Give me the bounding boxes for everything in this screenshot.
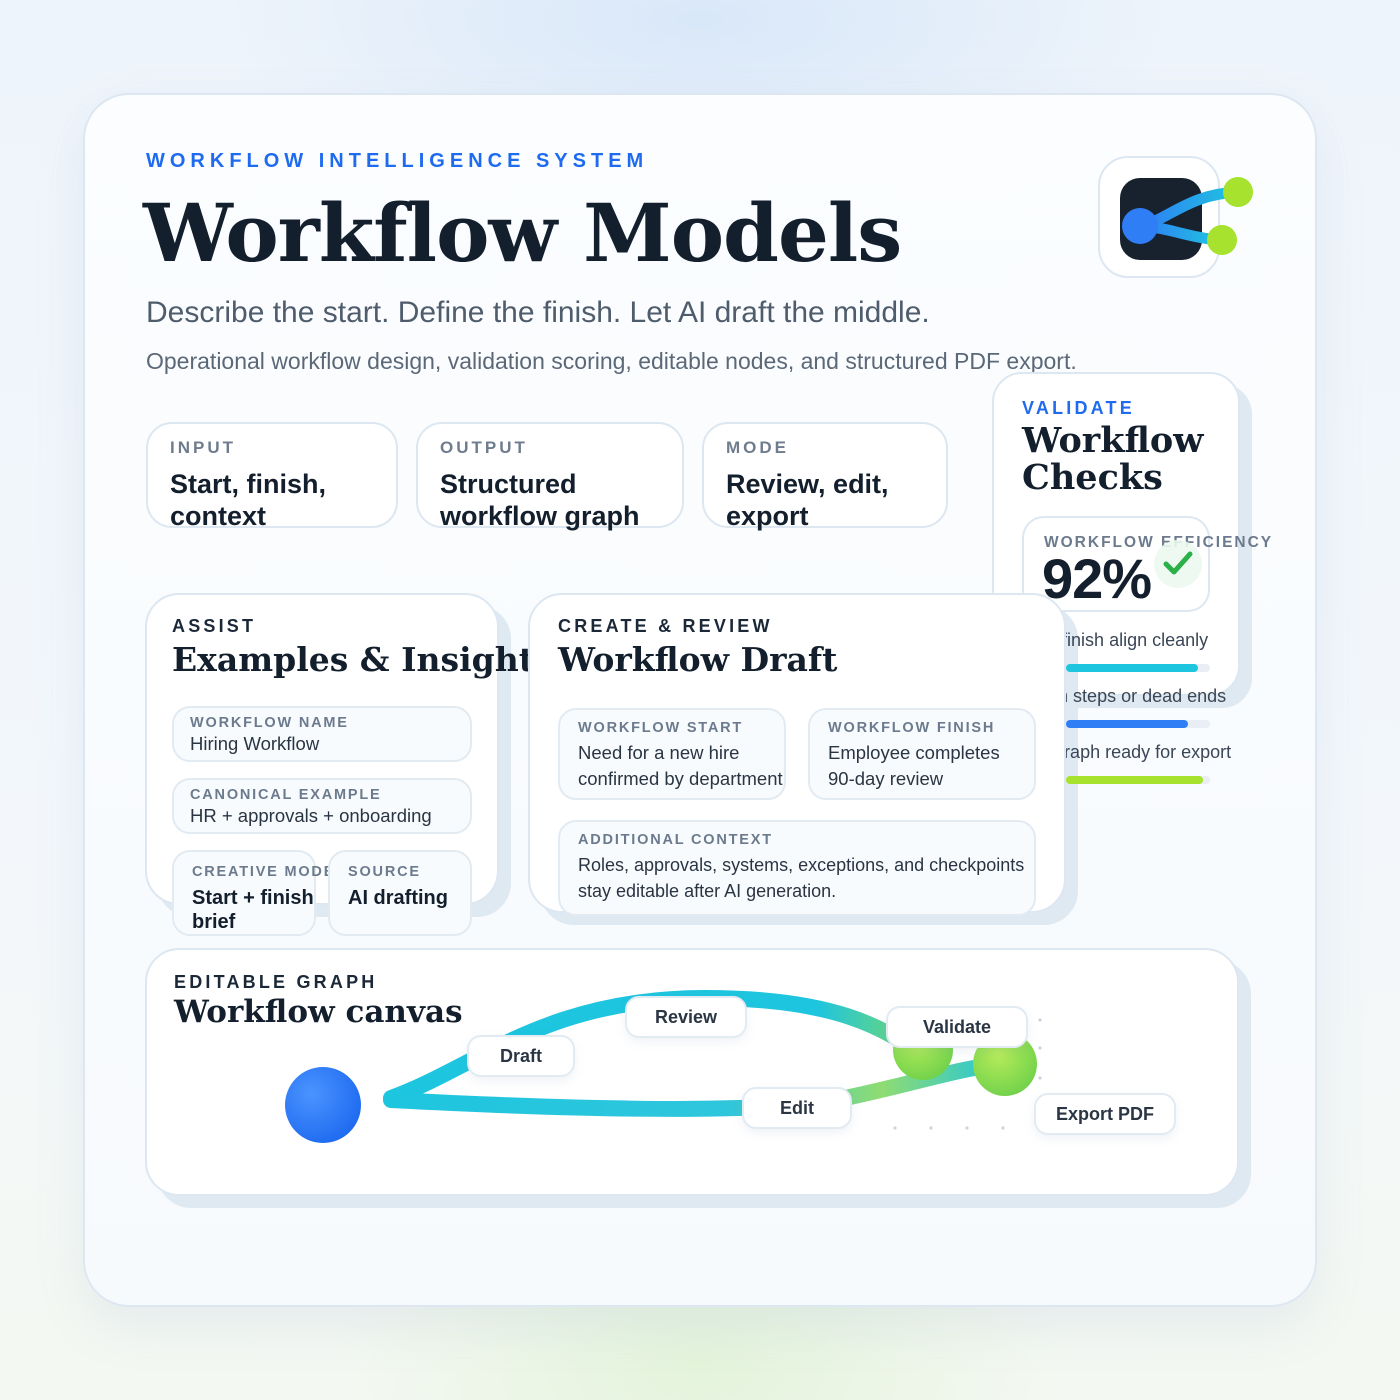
stat-value: Review, edit,export: [726, 469, 889, 531]
create-title: Workflow Draft: [558, 640, 838, 679]
node-review[interactable]: Review: [625, 996, 747, 1038]
check-bar-fill: [1066, 776, 1203, 784]
validate-checks: Start and finish align cleanly No orphan…: [1066, 626, 1296, 796]
check-bar-fill: [1066, 720, 1189, 728]
field-value: Roles, approvals, systems, exceptions, a…: [578, 855, 1025, 901]
check-icon: [1154, 540, 1202, 588]
stat-label: MODE: [726, 438, 789, 457]
check-row: Editable graph ready for export: [1066, 742, 1232, 762]
workflow-graph[interactable]: [145, 948, 1239, 1196]
description: Operational workflow design, validation …: [146, 348, 1077, 374]
field-label: CREATIVE MODE: [192, 864, 336, 880]
validate-kicker: VALIDATE: [1022, 398, 1135, 418]
stat-input: INPUT Start, finish,context: [146, 422, 398, 531]
check-row: No orphan steps or dead ends: [1066, 686, 1227, 706]
node-edit[interactable]: Edit: [742, 1087, 852, 1129]
canonical-example-field[interactable]: CANONICAL EXAMPLE HR + approvals + onboa…: [172, 778, 472, 834]
efficiency-label: WORKFLOW EFFICIENCY: [1044, 534, 1274, 551]
check-bar: [1066, 720, 1210, 728]
field-value: AI drafting: [348, 887, 448, 909]
node-validate[interactable]: Validate: [886, 1006, 1028, 1048]
stat-value: Start, finish,context: [170, 469, 327, 531]
canvas-title: Workflow canvas: [174, 994, 463, 1030]
stat-label: INPUT: [170, 438, 236, 457]
additional-context-field[interactable]: ADDITIONAL CONTEXT Roles, approvals, sys…: [558, 820, 1036, 916]
tagline: Describe the start. Define the finish. L…: [146, 296, 930, 329]
field-value: HR + approvals + onboarding: [190, 805, 432, 826]
field-label: WORKFLOW START: [578, 720, 744, 736]
start-node[interactable]: [285, 1067, 361, 1143]
field-value: Hiring Workflow: [190, 733, 320, 754]
node-draft[interactable]: Draft: [467, 1035, 575, 1077]
check-bar: [1066, 776, 1210, 784]
field-label: ADDITIONAL CONTEXT: [578, 832, 773, 848]
stat-mode: MODE Review, edit,export: [702, 422, 948, 531]
check-row: Start and finish align cleanly: [1066, 630, 1209, 650]
eyebrow: WORKFLOW INTELLIGENCE SYSTEM: [146, 150, 649, 172]
workflow-branch-icon: [1120, 177, 1253, 260]
field-label: WORKFLOW FINISH: [828, 720, 996, 736]
workflow-name-field[interactable]: WORKFLOW NAME Hiring Workflow: [172, 706, 472, 762]
finish-node[interactable]: [973, 1032, 1037, 1096]
stat-label: OUTPUT: [440, 438, 528, 457]
node-export-pdf[interactable]: Export PDF: [1034, 1093, 1176, 1135]
create-kicker: CREATE & REVIEW: [558, 616, 773, 636]
app-logo: [1098, 156, 1253, 278]
field-label: SOURCE: [348, 864, 421, 880]
grid-dots: [893, 1018, 1042, 1130]
canvas-kicker: EDITABLE GRAPH: [174, 972, 378, 992]
source-field[interactable]: SOURCE AI drafting: [328, 850, 472, 936]
efficiency-value: 92%: [1042, 547, 1152, 610]
page-title: Workflow Models: [143, 186, 902, 280]
check-bar: [1066, 664, 1210, 672]
assist-kicker: ASSIST: [172, 616, 257, 636]
field-label: CANONICAL EXAMPLE: [190, 787, 382, 803]
assist-title: Examples & Insights: [172, 640, 553, 679]
field-label: WORKFLOW NAME: [190, 715, 349, 731]
check-bar-fill: [1066, 664, 1199, 672]
